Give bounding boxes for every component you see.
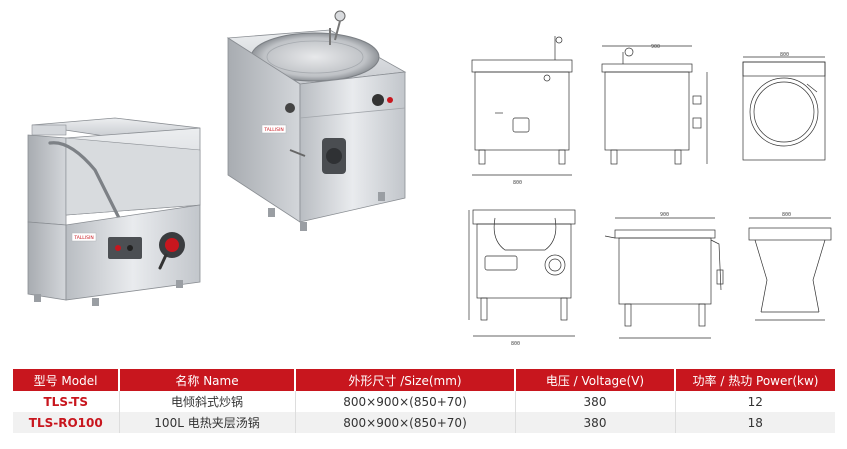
header-power: 功率 / 热功 Power(kw) — [675, 369, 835, 391]
svg-text:800: 800 — [780, 52, 789, 58]
cell-power: 18 — [675, 412, 835, 433]
pan-side-drawing — [604, 217, 724, 339]
pan-end-drawing — [748, 217, 832, 321]
header-size: 外形尺寸 /Size(mm) — [295, 369, 516, 391]
cell-name: 100L 电热夹层汤锅 — [119, 412, 296, 433]
table-header-row: 型号 Model 名称 Name 外形尺寸 /Size(mm) 电压 / Vol… — [13, 369, 835, 391]
table-row: TLS-TS 电倾斜式炒锅 800×900×(850+70) 380 12 — [13, 391, 835, 412]
table-row: TLS-RO100 100L 电热夹层汤锅 800×900×(850+70) 3… — [13, 412, 835, 433]
cell-voltage: 380 — [515, 391, 676, 412]
technical-drawings: 900 800 800 900 800 800 — [468, 36, 832, 345]
header-model: 型号 Model — [13, 369, 120, 391]
pan-front-drawing — [468, 209, 576, 337]
svg-text:900: 900 — [651, 44, 660, 50]
cell-model: TLS-RO100 — [13, 412, 120, 433]
header-voltage: 电压 / Voltage(V) — [515, 369, 676, 391]
cell-size: 800×900×(850+70) — [295, 412, 516, 433]
spec-table: 型号 Model 名称 Name 外形尺寸 /Size(mm) 电压 / Vol… — [13, 369, 835, 433]
svg-text:800: 800 — [511, 341, 520, 345]
header-name: 名称 Name — [119, 369, 296, 391]
kettle-front-drawing — [471, 36, 573, 176]
cell-model: TLS-TS — [13, 391, 120, 412]
jacketed-soup-kettle-photo: TALLISIN — [226, 10, 407, 231]
cell-name: 电倾斜式炒锅 — [119, 391, 296, 412]
svg-text:900: 900 — [660, 212, 669, 218]
kettle-side-drawing — [601, 45, 708, 165]
tilting-braising-pan-photo: TALLISIN — [27, 117, 201, 306]
svg-text:800: 800 — [513, 180, 522, 186]
brand-label-left: TALLISIN — [73, 235, 93, 241]
svg-text:800: 800 — [782, 212, 791, 218]
cell-voltage: 380 — [515, 412, 676, 433]
cell-size: 800×900×(850+70) — [295, 391, 516, 412]
product-photos: TALLISIN TALLISIN — [27, 10, 407, 306]
cell-power: 12 — [675, 391, 835, 412]
brand-label-right: TALLISIN — [263, 127, 283, 133]
kettle-top-drawing — [742, 56, 826, 161]
